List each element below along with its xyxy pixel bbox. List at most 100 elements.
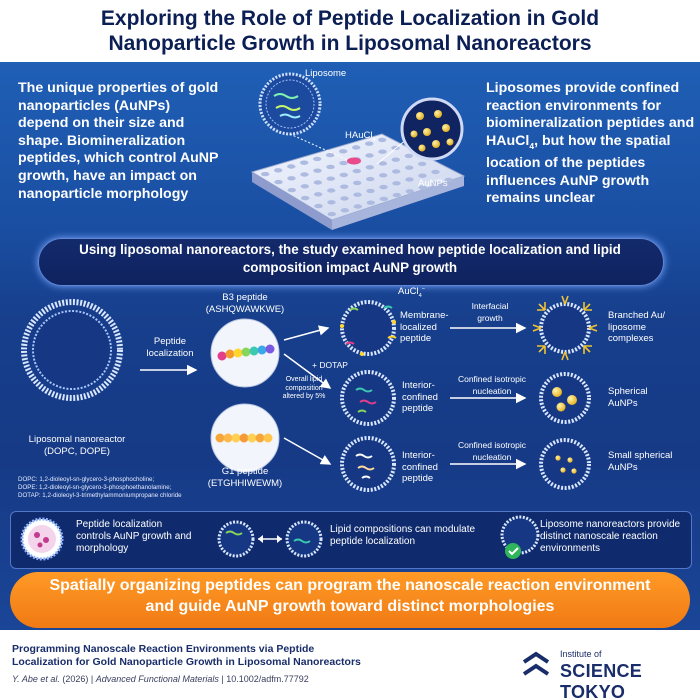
plate-well bbox=[287, 176, 296, 181]
plate-well bbox=[326, 176, 335, 181]
plate-well bbox=[301, 195, 310, 201]
plate-well bbox=[327, 200, 336, 205]
small-spherical-aunps-icon bbox=[539, 438, 591, 490]
aunp-dots bbox=[410, 110, 454, 152]
row3-state-label: Interior- confined peptide bbox=[402, 450, 438, 484]
plate-well bbox=[300, 172, 309, 177]
summary-liposome-icon bbox=[20, 517, 64, 561]
peptide-localization-label: Peptide localization bbox=[146, 336, 194, 359]
plate-well bbox=[392, 181, 401, 186]
plate-well bbox=[353, 204, 362, 209]
plate-well bbox=[366, 188, 375, 194]
plate-well bbox=[366, 176, 375, 182]
plate-well bbox=[365, 153, 374, 158]
plate-well bbox=[366, 200, 375, 205]
title-line-2: Nanoparticle Growth in Liposomal Nanorea… bbox=[108, 32, 592, 55]
study-banner-text: Using liposomal nanoreactors, the study … bbox=[79, 242, 621, 275]
row1-process-label: Interfacial growth bbox=[471, 301, 509, 323]
intro-right-part2: , but how the spatial location of the pe… bbox=[486, 132, 671, 207]
liposome-label: Liposome bbox=[305, 68, 347, 79]
summary-check-icon bbox=[500, 515, 540, 559]
abbreviations: DOPC: 1,2-dioleoyl-sn-glycero-3-phosphoc… bbox=[18, 476, 182, 499]
liposomal-nanoreactor-icon bbox=[21, 299, 123, 401]
row2-liposome-icon bbox=[340, 370, 396, 426]
conclusion-banner bbox=[10, 572, 690, 628]
row2-state-label: Interior- confined peptide bbox=[402, 380, 438, 414]
row1-result-label: Branched Au/ liposome complexes bbox=[608, 310, 666, 344]
plate-well bbox=[353, 192, 362, 197]
summary-exchange-icon bbox=[217, 520, 323, 558]
process-diagram bbox=[21, 295, 598, 492]
plate-well bbox=[431, 181, 440, 186]
plate-well bbox=[352, 145, 361, 150]
plate-well bbox=[379, 173, 388, 178]
plate-well bbox=[365, 141, 374, 146]
plate-well bbox=[313, 168, 322, 173]
plate-well bbox=[379, 196, 388, 202]
plate-well bbox=[392, 192, 401, 198]
plate-well bbox=[405, 165, 414, 170]
branched-au-icon bbox=[532, 295, 598, 361]
plate-well bbox=[339, 149, 348, 154]
plate-well bbox=[378, 149, 387, 154]
plate-well bbox=[287, 187, 296, 193]
plate-well bbox=[274, 168, 283, 173]
plate-well bbox=[314, 192, 323, 197]
page-title: Exploring the Role of Peptide Localizati… bbox=[0, 6, 700, 56]
plate-well bbox=[340, 196, 349, 201]
study-banner bbox=[38, 238, 664, 286]
conclusion-text: Spatially organizing peptides can progra… bbox=[49, 577, 651, 615]
plate-well bbox=[444, 177, 453, 183]
haucl4-label: HAuCl4 bbox=[345, 130, 376, 143]
nanoreactor-label: Liposomal nanoreactor (DOPC, DOPE) bbox=[28, 434, 126, 457]
plate-well bbox=[378, 137, 387, 143]
summary-icons bbox=[20, 515, 540, 561]
science-tokyo-logo-icon bbox=[522, 651, 550, 676]
plate-well bbox=[418, 173, 427, 178]
g1-peptide-icon bbox=[210, 403, 280, 473]
logo-big-text: SCIENCE TOKYO bbox=[560, 661, 643, 700]
spherical-aunps-icon bbox=[539, 372, 591, 424]
plate-well bbox=[300, 184, 309, 189]
plate-well bbox=[431, 169, 440, 175]
plate-wells bbox=[261, 137, 453, 217]
plate-well bbox=[274, 179, 283, 185]
plate-well bbox=[392, 169, 401, 174]
plate-well bbox=[353, 180, 362, 186]
dotap-label: + DOTAP bbox=[312, 360, 348, 370]
g1-peptide-label: G1 peptide (ETGHHIWEWM) bbox=[207, 466, 283, 489]
row2-result-label: Spherical AuNPs bbox=[608, 386, 648, 409]
row2-process-label: Confined isotropic nucleation bbox=[457, 374, 527, 396]
plate-well bbox=[352, 168, 361, 174]
plate-well bbox=[339, 160, 348, 166]
plate-well bbox=[418, 161, 427, 167]
summary-item-1: Peptide localization controls AuNP growt… bbox=[76, 519, 192, 554]
intro-right-text: Liposomes provide confined reaction envi… bbox=[486, 80, 696, 208]
plate-well bbox=[365, 165, 374, 170]
plate-well bbox=[418, 185, 427, 190]
row1-liposome-icon bbox=[340, 300, 397, 356]
paper-title: Programming Nanoscale Reaction Environme… bbox=[12, 643, 361, 668]
plate-well bbox=[314, 203, 323, 209]
plate-well bbox=[340, 208, 349, 213]
plate-well bbox=[287, 164, 296, 169]
intro-left-text: The unique properties of gold nanopartic… bbox=[18, 80, 219, 202]
plate-well bbox=[339, 172, 348, 178]
plate-well bbox=[340, 184, 349, 189]
plate-well bbox=[313, 180, 322, 185]
well-plate-illustration bbox=[250, 72, 466, 230]
summary-item-2: Lipid compositions can modulate peptide … bbox=[330, 524, 476, 547]
b3-peptide-icon bbox=[210, 318, 280, 388]
summary-box bbox=[10, 511, 692, 569]
plate-well bbox=[378, 161, 387, 166]
plate-well bbox=[379, 184, 388, 190]
plate-well bbox=[391, 157, 400, 162]
aunps-label: AuNPs bbox=[418, 178, 448, 189]
plate-well bbox=[327, 188, 336, 193]
plate-well bbox=[404, 153, 413, 159]
row3-liposome-icon bbox=[340, 436, 396, 492]
summary-item-3: Liposome nanoreactors provide distinct n… bbox=[540, 519, 681, 554]
plate-well bbox=[326, 164, 335, 170]
intro-right-sub: 4 bbox=[529, 140, 535, 151]
row3-process-label: Confined isotropic nucleation bbox=[457, 440, 527, 462]
